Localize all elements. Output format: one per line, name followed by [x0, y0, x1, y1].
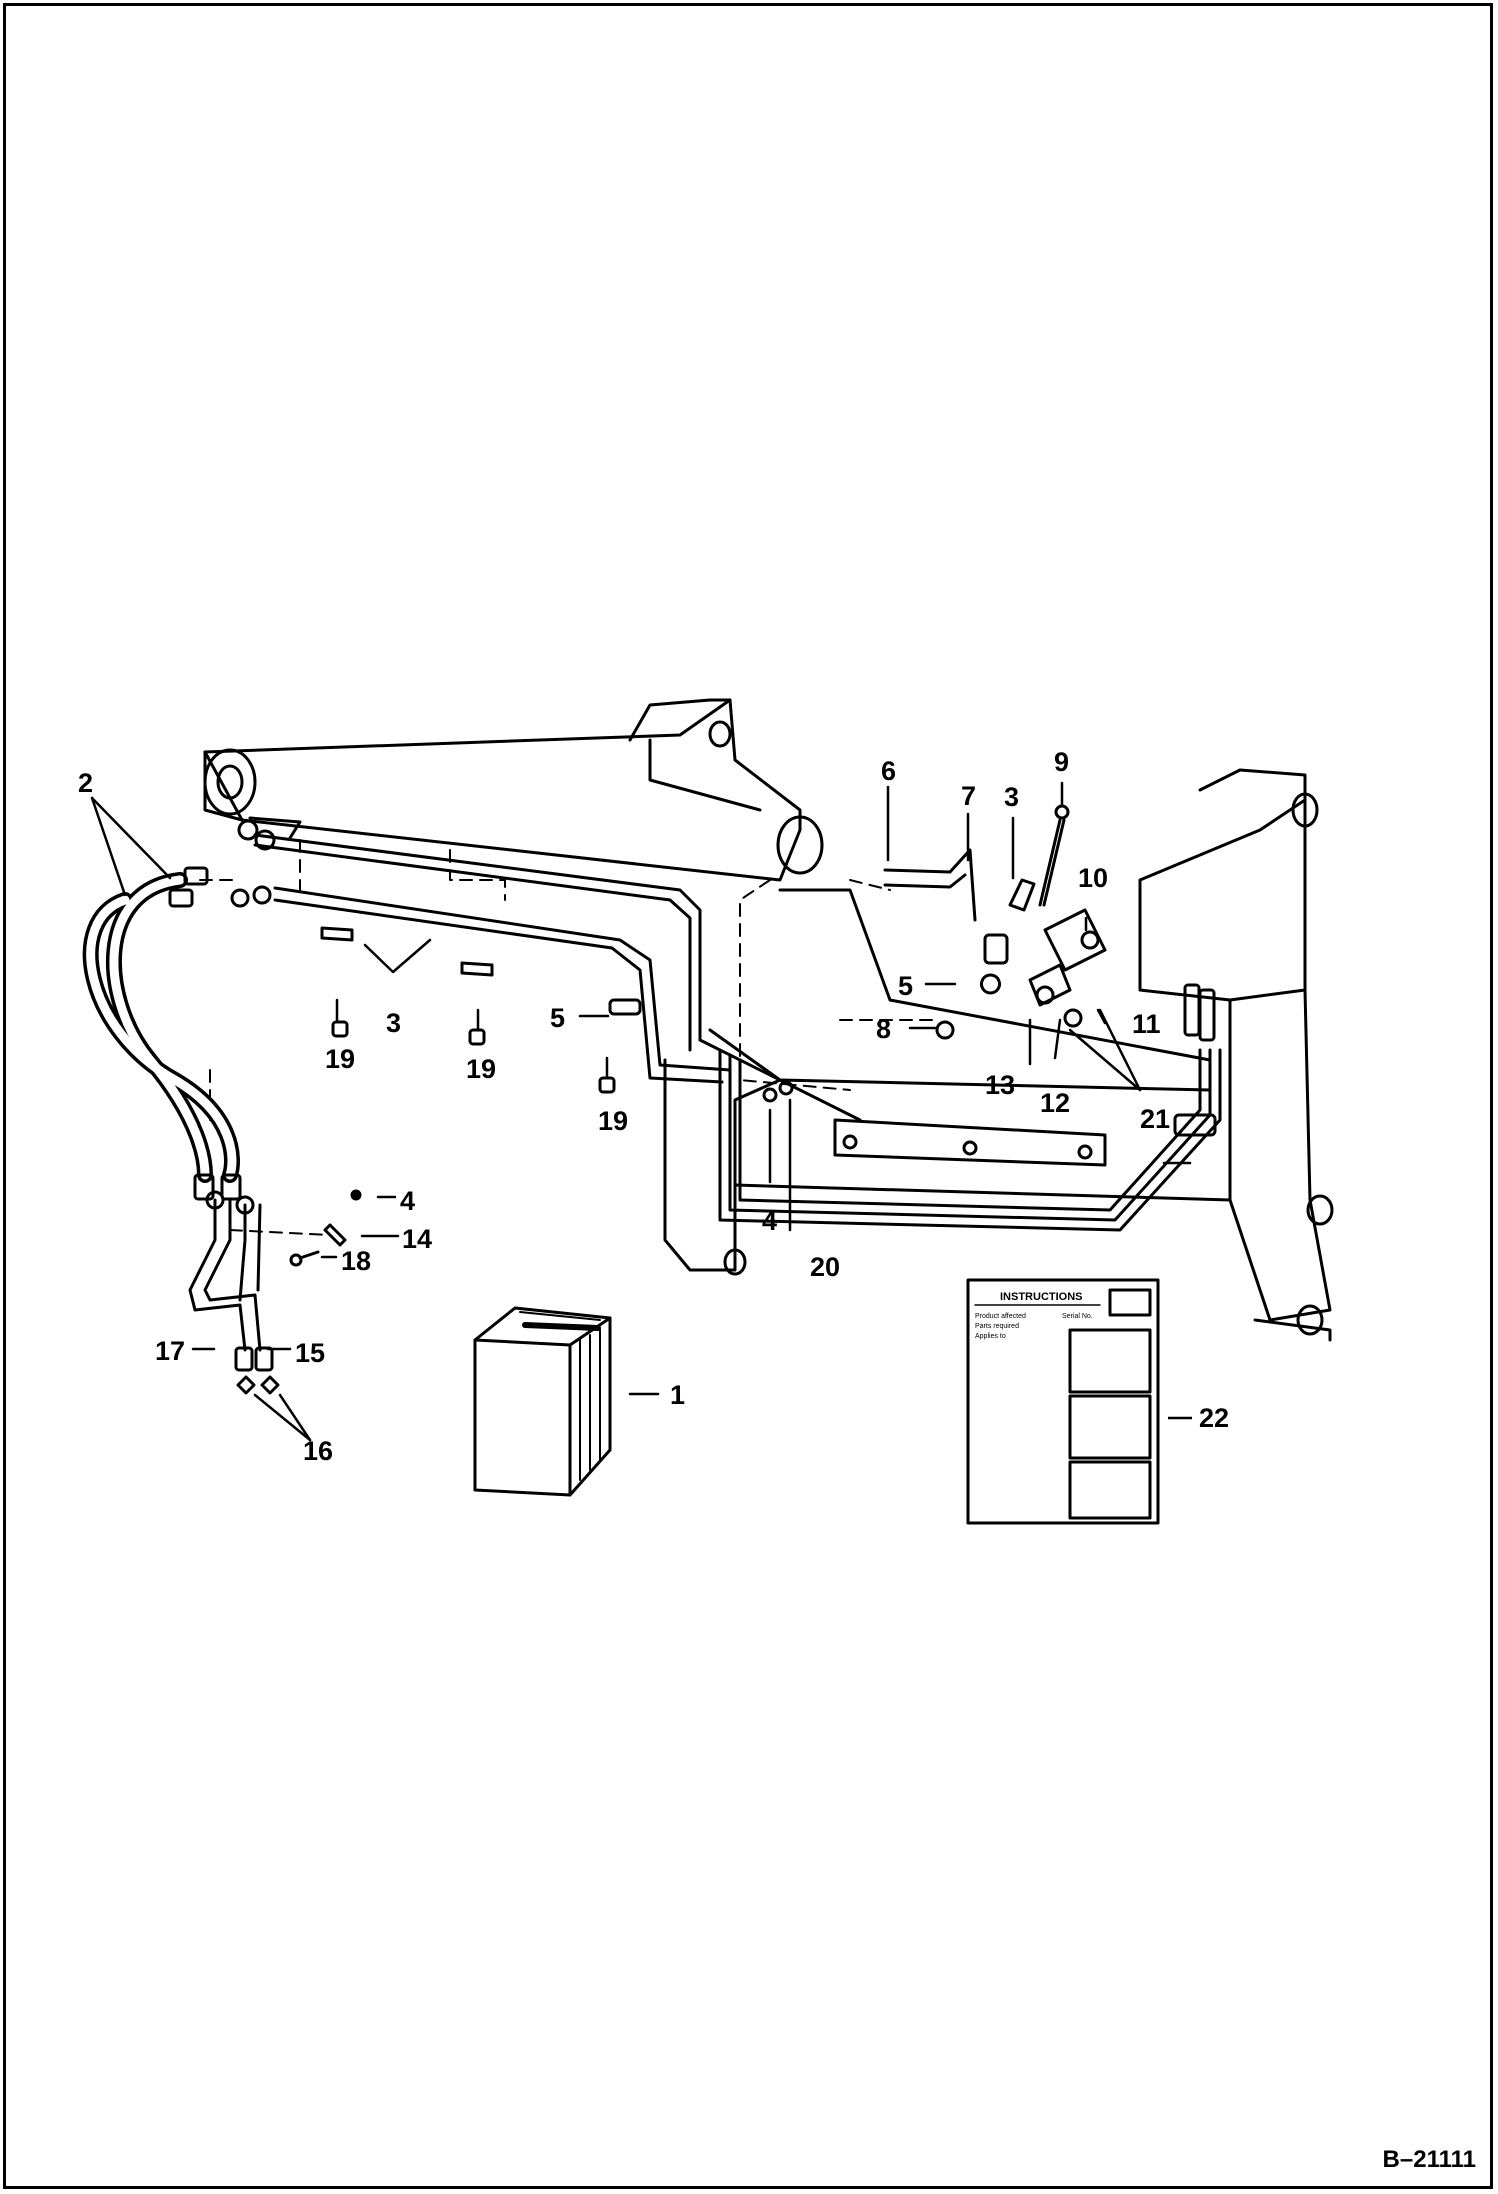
callout-22: 22: [1199, 1403, 1229, 1433]
instructions-field-2: Parts required: [975, 1323, 1019, 1330]
callout-7: 7: [961, 781, 976, 811]
callout-15: 15: [295, 1338, 325, 1368]
callout-18: 18: [341, 1246, 371, 1276]
callout-21: 21: [1140, 1104, 1170, 1134]
callout-4-left: 4: [400, 1186, 415, 1216]
manual-box: [473, 1306, 612, 1497]
flexible-hoses-inner: [86, 875, 237, 1180]
callout-19-right: 19: [598, 1106, 628, 1136]
callout-5-right: 5: [898, 971, 913, 1001]
lift-arm-crossbeam: [203, 698, 824, 882]
cross-bar: [833, 1118, 1107, 1167]
callout-16: 16: [303, 1436, 333, 1466]
callout-9: 9: [1054, 747, 1069, 777]
callout-10: 10: [1078, 863, 1108, 893]
instructions-corner-label: Serial No.: [1062, 1313, 1093, 1320]
callout-2: 2: [78, 768, 93, 798]
callout-3-right: 3: [1004, 782, 1019, 812]
callout-8: 8: [876, 1014, 891, 1044]
drawing-border: [3, 3, 1493, 2189]
coupler-fittings: [762, 804, 1217, 1137]
drawing-number: B–21111: [1382, 2146, 1476, 2173]
callout-17: 17: [155, 1336, 185, 1366]
callout-1: 1: [670, 1380, 685, 1410]
instructions-title: INSTRUCTIONS: [1000, 1291, 1083, 1303]
lower-frame: [663, 888, 1232, 1276]
callout-20: 20: [810, 1252, 840, 1282]
clamps-and-nuts: [289, 926, 642, 1267]
callout-11: 11: [1132, 1009, 1161, 1039]
callout-19-middle: 19: [466, 1054, 496, 1084]
callout-13: 13: [985, 1070, 1015, 1100]
callout-labels: 2 3 19 19 19 5 6 7 3 9 10 5 8 11 13 12 2…: [78, 747, 1229, 1466]
instructions-sheet: [966, 1278, 1160, 1525]
tube-assemblies: [188, 1190, 280, 1395]
callout-19-left: 19: [325, 1044, 355, 1074]
routing-lines: [199, 839, 941, 1236]
callout-3-left: 3: [386, 1008, 401, 1038]
callout-14: 14: [402, 1224, 432, 1254]
instructions-field-3: Applies to: [975, 1333, 1006, 1340]
steel-tubes-upper: [248, 816, 1222, 1232]
callout-12: 12: [1040, 1088, 1070, 1118]
callout-leaders: [90, 781, 1192, 1442]
callout-5-left: 5: [550, 1003, 565, 1033]
crossbeam-fittings: [230, 819, 276, 908]
callout-4-right: 4: [762, 1206, 777, 1236]
instructions-field-1: Product affected: [975, 1313, 1026, 1320]
right-upright-arm: [1138, 768, 1334, 1342]
callout-6: 6: [881, 756, 896, 786]
